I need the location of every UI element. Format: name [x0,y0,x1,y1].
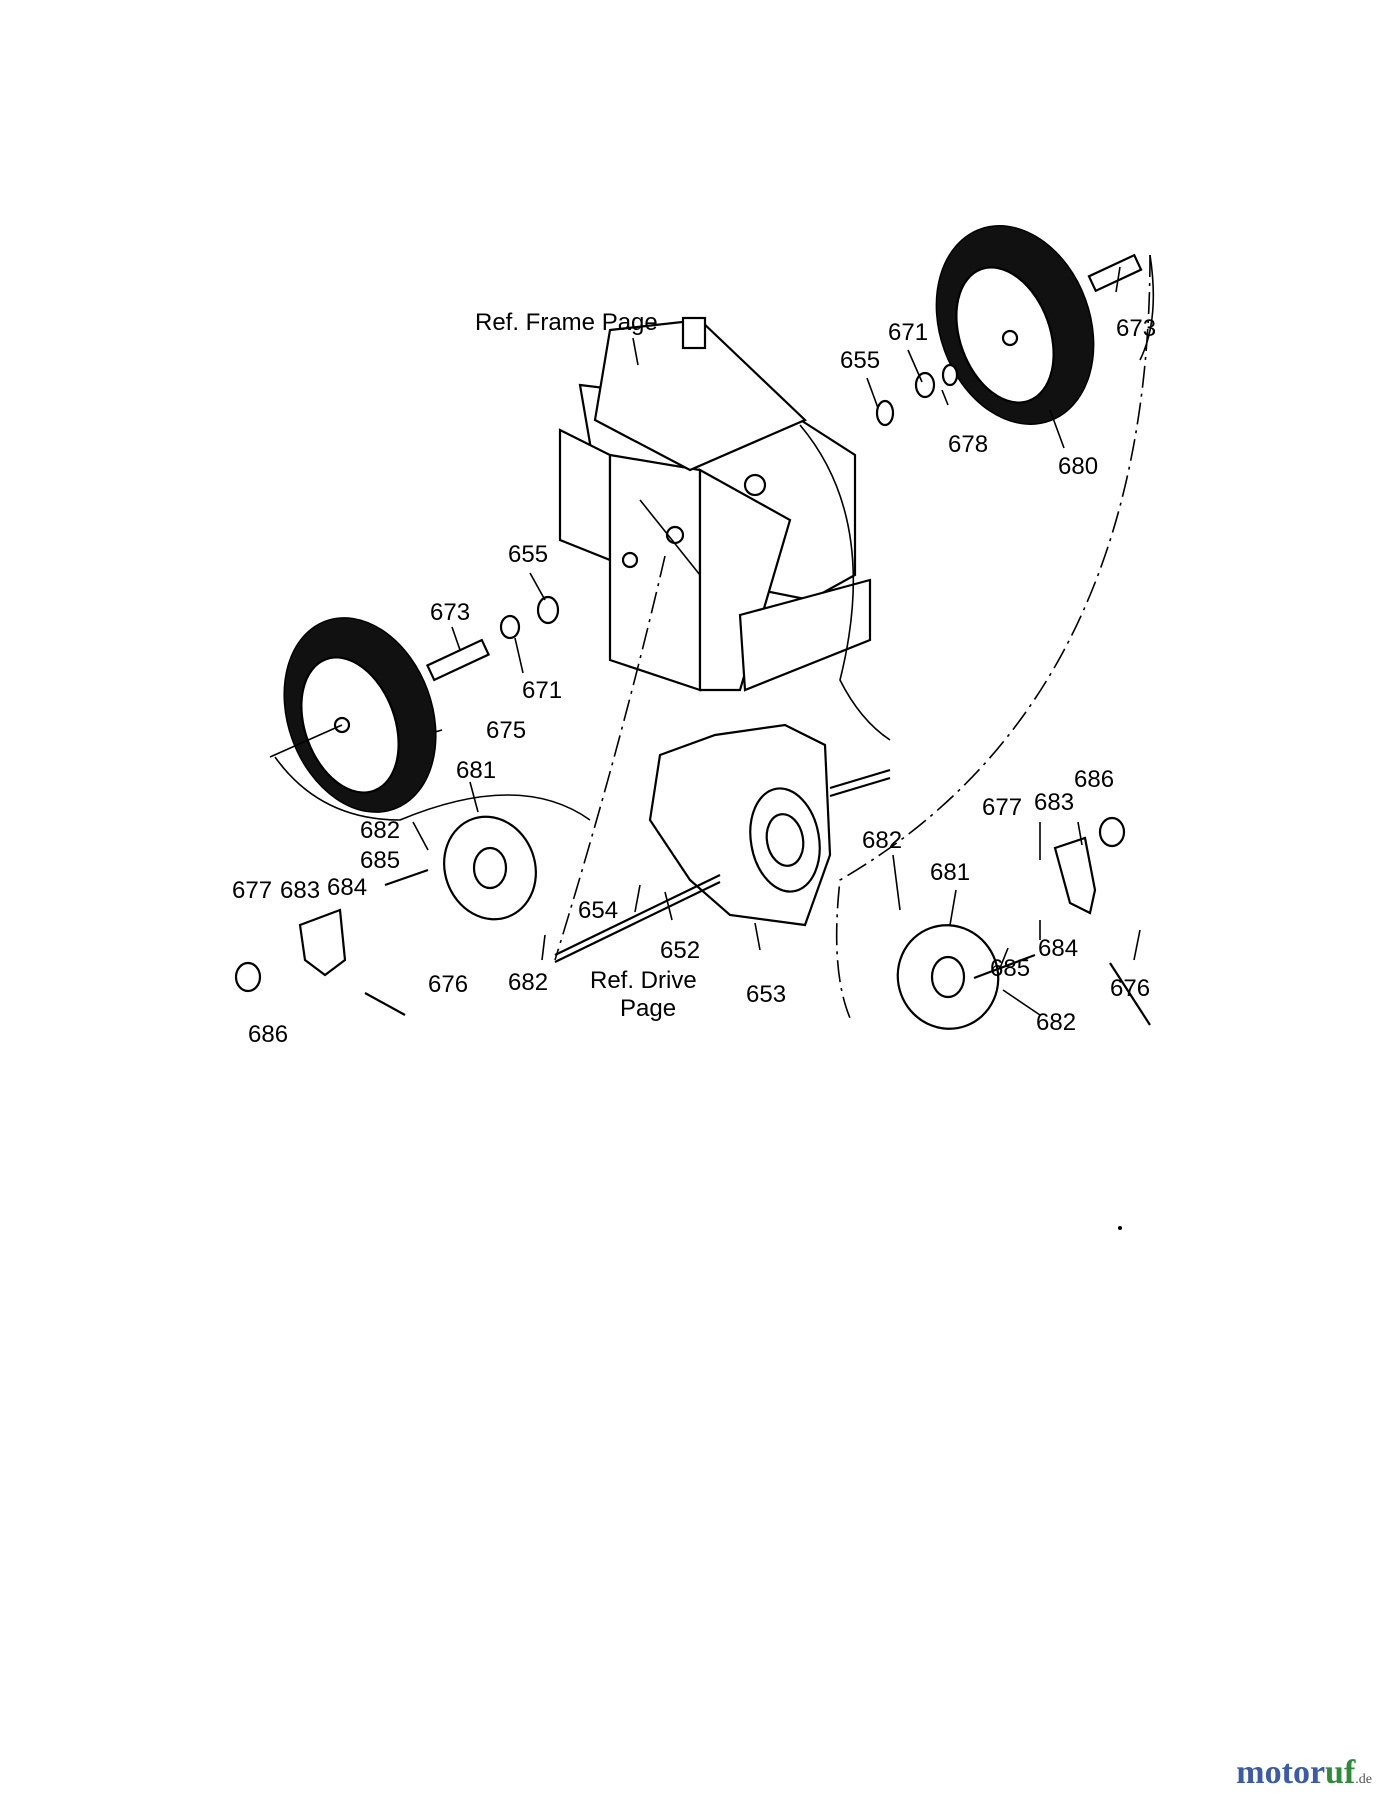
label-676-left: 676 [428,971,468,998]
label-655-right: 655 [840,347,880,374]
left-wheel [269,617,437,813]
label-ref-drive-2: Page [620,995,676,1022]
label-676-right: 676 [1110,975,1150,1002]
alignment-dash-lines [274,254,1155,1019]
motoruf-logo[interactable]: motoruf.de [1236,1754,1372,1792]
label-683-left: 683 [280,877,320,904]
logo-tld: .de [1355,1772,1372,1787]
label-654: 654 [578,897,618,924]
label-671-left: 671 [522,677,562,704]
label-682-left-a: 682 [360,817,400,844]
label-684-right: 684 [1038,935,1078,962]
label-681-left: 681 [456,757,496,784]
transmission [554,723,891,963]
label-675: 675 [486,717,526,744]
leader-lines [412,266,1141,1016]
label-683-right: 683 [1034,789,1074,816]
right-axle-parts [875,253,1151,1030]
label-686-left: 686 [248,1021,288,1048]
label-673-left: 673 [430,599,470,626]
label-673-right: 673 [1116,315,1156,342]
label-671-right: 671 [888,319,928,346]
label-653: 653 [746,981,786,1008]
label-685-right: 685 [990,955,1030,982]
label-686-right: 686 [1074,766,1114,793]
label-652: 652 [660,937,700,964]
label-ref-drive-1: Ref. Drive [590,967,697,994]
label-684-left: 684 [327,874,367,901]
label-682-right-a: 682 [862,827,902,854]
label-682-left-b: 682 [508,969,548,996]
label-685-left: 685 [360,847,400,874]
logo-text-b: uf [1325,1754,1356,1791]
right-wheel [935,225,1095,425]
label-677-right: 677 [982,794,1022,821]
stray-dot [1118,1226,1122,1230]
label-678: 678 [948,431,988,458]
label-680: 680 [1058,453,1098,480]
frame-assembly [558,316,872,692]
label-677-left: 677 [232,877,272,904]
part-labels: Ref. Frame Page 673 671 655 678 680 655 … [232,309,1156,1048]
left-axle-parts [234,595,560,1016]
logo-text-a: motor [1236,1754,1326,1791]
label-ref-frame: Ref. Frame Page [475,309,658,336]
label-655-left: 655 [508,541,548,568]
label-681-right: 681 [930,859,970,886]
label-682-right-b: 682 [1036,1009,1076,1036]
